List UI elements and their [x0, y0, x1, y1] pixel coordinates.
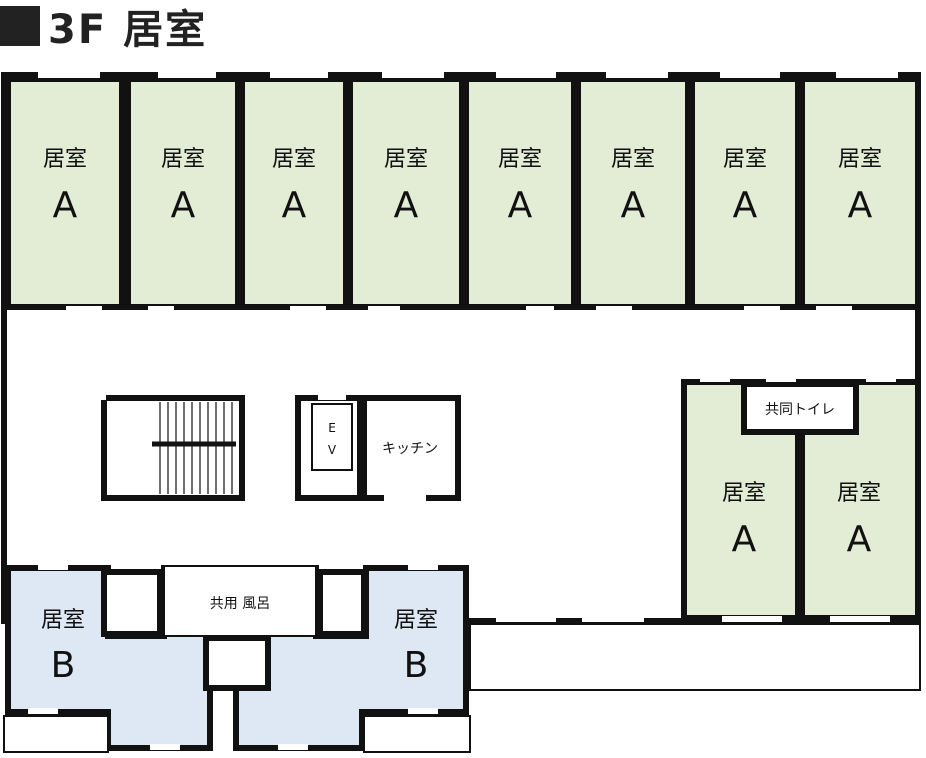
room-a-6[interactable] — [575, 76, 691, 310]
room-b-1-letter: B — [51, 645, 76, 686]
room-a-2[interactable] — [125, 76, 241, 310]
room-a-8-label: 居室 — [838, 147, 882, 172]
ev-letter-e: E — [328, 421, 336, 435]
room-a-3-label: 居室 — [272, 147, 316, 172]
room-a-1-letter: A — [53, 185, 78, 226]
room-a-4-label: 居室 — [384, 147, 428, 172]
top-windows — [38, 72, 898, 78]
storage-right — [317, 569, 367, 637]
room-b-1-label: 居室 — [41, 608, 85, 633]
bath-label: 共用 風呂 — [210, 596, 270, 612]
room-a-2-letter: A — [171, 185, 196, 226]
room-a-6-letter: A — [621, 185, 646, 226]
kitchen: キッチン — [361, 395, 461, 502]
room-b-2-label: 居室 — [394, 608, 438, 633]
storage-left — [101, 569, 163, 637]
room-a-7[interactable] — [689, 76, 801, 310]
room-a-row — [5, 76, 921, 310]
room-a-10-label: 居室 — [837, 481, 881, 506]
room-a-5[interactable] — [463, 76, 577, 310]
toilet-label: 共同トイレ — [765, 402, 835, 418]
room-a-4-letter: A — [394, 185, 419, 226]
room-a-4[interactable] — [347, 76, 465, 310]
room-b-2-letter: B — [404, 645, 429, 686]
bath-alcove — [203, 635, 271, 691]
room-a-8-letter: A — [848, 185, 873, 226]
ev-letter-v: V — [328, 443, 337, 457]
title-text: 3F 居室 — [48, 7, 208, 53]
bath — [163, 565, 317, 637]
room-a-6-label: 居室 — [611, 147, 655, 172]
room-a-8[interactable] — [799, 76, 921, 310]
kitchen-label: キッチン — [382, 441, 438, 457]
room-a-3-letter: A — [282, 185, 307, 226]
room-a-7-label: 居室 — [723, 147, 767, 172]
balcony — [469, 623, 921, 691]
room-b-wing: 共用 風呂 居室 B 居室 B — [3, 564, 471, 753]
room-a-7-letter: A — [733, 185, 758, 226]
room-a-1[interactable] — [5, 76, 125, 310]
stairs — [96, 390, 245, 501]
room-a-9-label: 居室 — [722, 481, 766, 506]
toilet — [741, 381, 859, 435]
elevator: E V — [295, 394, 363, 501]
room-a-5-letter: A — [508, 185, 533, 226]
top-doors — [66, 306, 852, 312]
room-a-labels: 居室 A 居室 A 居室 A 居室 A 居室 A 居室 A 居室 A 居室 A — [43, 147, 882, 226]
room-a-1-label: 居室 — [43, 147, 87, 172]
room-a-5-label: 居室 — [498, 147, 542, 172]
title-square-icon — [0, 6, 40, 46]
room-a-lower-pair: 共同トイレ 居室 A 居室 A — [681, 376, 921, 622]
room-a-2-label: 居室 — [161, 147, 205, 172]
room-a-10-letter: A — [847, 519, 872, 560]
page-title: 3F 居室 — [0, 4, 207, 53]
room-a-9-letter: A — [732, 519, 757, 560]
